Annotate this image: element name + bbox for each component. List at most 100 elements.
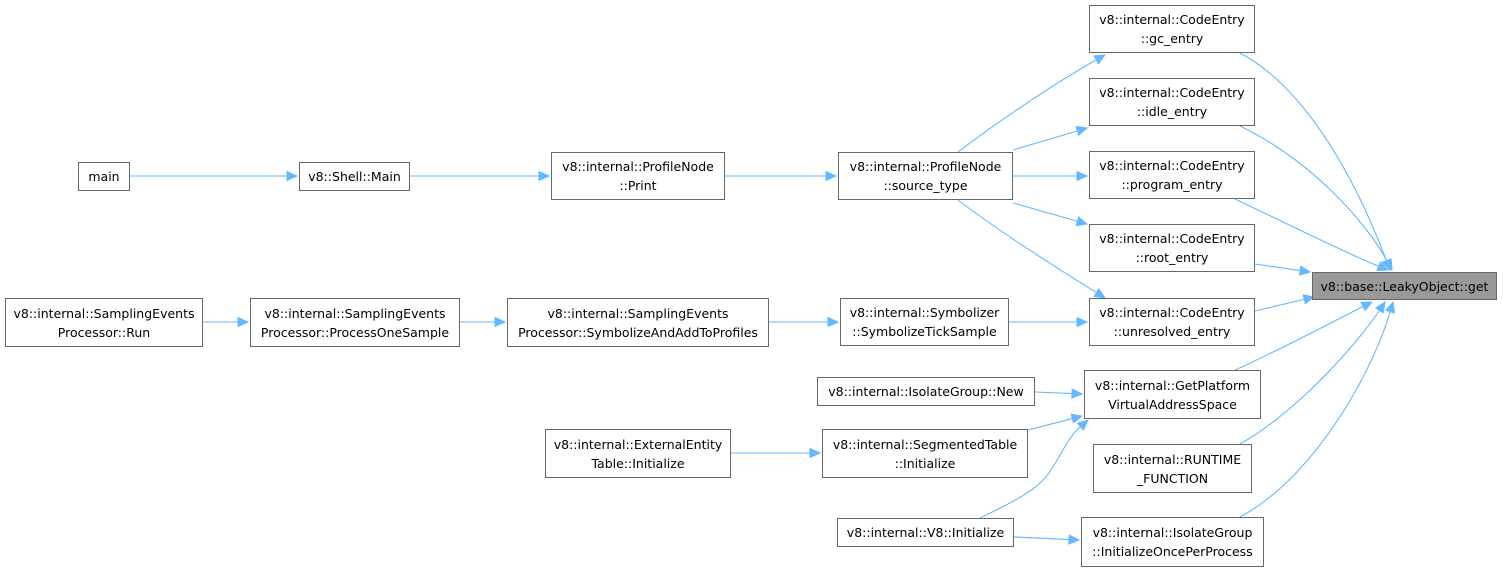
edge-line xyxy=(979,425,1082,519)
node-label-line1: v8::internal::ExternalEntity xyxy=(553,436,723,452)
node-symbolizer-symbolizeticksample[interactable]: v8::internal::Symbolizer ::SymbolizeTick… xyxy=(840,298,1009,346)
node-codeentry-gc-entry[interactable]: v8::internal::CodeEntry ::gc_entry xyxy=(1089,5,1255,53)
arrowhead xyxy=(494,316,507,328)
node-label-line1: v8::internal::CodeEntry xyxy=(1099,305,1245,320)
arrowhead xyxy=(237,316,250,328)
edge-line xyxy=(1254,263,1302,272)
arrowhead xyxy=(1382,258,1393,272)
node-label-line1: main xyxy=(88,169,120,184)
arrowhead xyxy=(1076,419,1089,431)
node-label-line2: ::Print xyxy=(619,178,657,193)
node-label-line2: Table::Initialize xyxy=(591,455,685,471)
node-profilenode-print[interactable]: v8::internal::ProfileNode ::Print xyxy=(551,152,725,200)
node-label-line2: ::InitializeOncePerProcess xyxy=(1092,544,1253,559)
node-label-line2: ::program_entry xyxy=(1121,177,1223,192)
node-codeentry-idle-entry[interactable]: v8::internal::CodeEntry ::idle_entry xyxy=(1089,78,1255,126)
node-label-line2: ::Initialize xyxy=(894,455,956,471)
node-label-line2: ::source_type xyxy=(883,178,968,193)
node-label-line1: v8::internal::SegmentedTable xyxy=(832,436,1018,452)
edge-seg_init-to-gpvas xyxy=(1027,413,1084,431)
node-label-line2: Processor::ProcessOneSample xyxy=(260,324,450,340)
node-codeentry-root-entry[interactable]: v8::internal::CodeEntry ::root_entry xyxy=(1089,224,1255,272)
node-label-line1: v8::internal::V8::Initialize xyxy=(846,525,1005,540)
arrowhead xyxy=(1093,287,1107,299)
arrowhead xyxy=(1374,300,1386,314)
node-label-line1: v8::internal::CodeEntry xyxy=(1099,12,1245,27)
node-label-line2: Processor::SymbolizeAndAddToProfiles xyxy=(518,324,758,340)
arrowhead xyxy=(1076,316,1089,328)
node-profilenode-source-type[interactable]: v8::internal::ProfileNode ::source_type xyxy=(838,152,1013,200)
node-label-line1: v8::internal::ProfileNode xyxy=(562,159,714,174)
edge-line xyxy=(1034,391,1074,395)
node-label-line1: v8::Shell::Main xyxy=(308,169,401,184)
node-samplingeventsprocessor-symbolizeandaddtoprofiles[interactable]: v8::internal::SamplingEvents Processor::… xyxy=(507,298,769,347)
edge-pn_print-to-source_type xyxy=(725,170,838,182)
edge-ig_new-to-gpvas xyxy=(1034,388,1084,399)
edge-line xyxy=(1234,305,1365,371)
edge-v8_init-to-iopp xyxy=(1013,534,1081,545)
edge-line xyxy=(1013,536,1071,541)
node-isolategroup-new[interactable]: v8::internal::IsolateGroup::New xyxy=(817,377,1035,406)
edge-symadd-to-symtick xyxy=(769,316,840,328)
edge-main-to-shell_main xyxy=(130,170,299,182)
edge-idle-to-target xyxy=(1239,125,1393,272)
edge-source_type-to-program xyxy=(1013,170,1089,182)
arrowhead xyxy=(1075,216,1089,227)
arrowhead xyxy=(1068,534,1081,545)
node-getplatformvirtualaddressspace[interactable]: v8::internal::GetPlatform VirtualAddress… xyxy=(1084,370,1261,419)
node-samplingeventsprocessor-run[interactable]: v8::internal::SamplingEvents Processor::… xyxy=(5,298,203,347)
node-label-line1: v8::internal::GetPlatform xyxy=(1094,377,1251,393)
node-label-line2: VirtualAddressSpace xyxy=(1108,396,1237,412)
node-label-line1: v8::internal::CodeEntry xyxy=(1099,158,1245,173)
arrowhead xyxy=(1093,54,1107,65)
arrowhead xyxy=(1071,388,1084,399)
arrowhead xyxy=(1070,413,1084,424)
node-label-line1: v8::internal::RUNTIME xyxy=(1103,451,1242,467)
node-v8-initialize[interactable]: v8::internal::V8::Initialize xyxy=(837,518,1014,547)
node-label-line2: ::idle_entry xyxy=(1136,104,1208,119)
node-isolategroup-initializeonceperprocess[interactable]: v8::internal::IsolateGroup ::InitializeO… xyxy=(1081,517,1264,567)
node-label-line1: v8::internal::IsolateGroup::New xyxy=(828,384,1024,399)
edge-gpvas-to-target xyxy=(1234,301,1374,371)
edge-symtick-to-unresolved xyxy=(1009,316,1089,328)
edge-ext_init-to-seg_init xyxy=(731,447,822,459)
node-label-line2: _FUNCTION xyxy=(1136,470,1209,486)
node-label-line1: v8::internal::SamplingEvents xyxy=(13,305,195,321)
edge-line xyxy=(957,199,1098,294)
arrowhead xyxy=(827,316,840,328)
edge-line xyxy=(1254,298,1306,312)
edge-line xyxy=(957,58,1098,153)
edge-shell_main-to-pn_print xyxy=(410,170,551,182)
node-label-line1: v8::base::LeakyObject::get xyxy=(1320,278,1489,294)
node-externalentitytable-initialize[interactable]: v8::internal::ExternalEntity Table::Init… xyxy=(545,429,731,478)
node-label-line2: Processor::Run xyxy=(57,324,151,340)
node-samplingeventsprocessor-processonesample[interactable]: v8::internal::SamplingEvents Processor::… xyxy=(250,298,460,347)
node-label-line2: ::SymbolizeTickSample xyxy=(852,324,997,339)
arrowhead xyxy=(1376,261,1390,272)
node-codeentry-program-entry[interactable]: v8::internal::CodeEntry ::program_entry xyxy=(1089,151,1255,199)
edge-unresolved-to-target xyxy=(1254,294,1316,312)
arrowhead xyxy=(1302,294,1316,305)
edge-source_type-to-idle xyxy=(1012,125,1089,151)
node-codeentry-unresolved-entry[interactable]: v8::internal::CodeEntry ::unresolved_ent… xyxy=(1089,298,1255,346)
node-runtime-function[interactable]: v8::internal::RUNTIME _FUNCTION xyxy=(1093,444,1252,493)
arrowhead xyxy=(825,170,838,182)
edge-line xyxy=(1012,202,1079,223)
arrowhead xyxy=(1360,301,1374,312)
node-segmentedtable-initialize[interactable]: v8::internal::SegmentedTable ::Initializ… xyxy=(822,429,1028,478)
node-label-line1: v8::internal::Symbolizer xyxy=(849,305,1000,320)
node-label-line1: v8::internal::IsolateGroup xyxy=(1092,525,1253,540)
node-leakyobject-get[interactable]: v8::base::LeakyObject::get xyxy=(1312,272,1497,300)
edge-sep_run-to-pos xyxy=(203,316,250,328)
edge-pos-to-symadd xyxy=(460,316,507,328)
node-label-line2: ::root_entry xyxy=(1135,250,1209,265)
node-label-line1: v8::internal::ProfileNode xyxy=(849,159,1002,174)
node-shell-main[interactable]: v8::Shell::Main xyxy=(299,162,410,191)
node-label-line1: v8::internal::SamplingEvents xyxy=(264,305,446,321)
node-label-line1: v8::internal::CodeEntry xyxy=(1099,85,1245,100)
node-main[interactable]: main xyxy=(78,162,130,191)
edge-source_type-to-unresolved xyxy=(957,199,1107,299)
edge-runtime-to-target xyxy=(1239,300,1386,445)
edge-root-to-target xyxy=(1254,263,1312,276)
